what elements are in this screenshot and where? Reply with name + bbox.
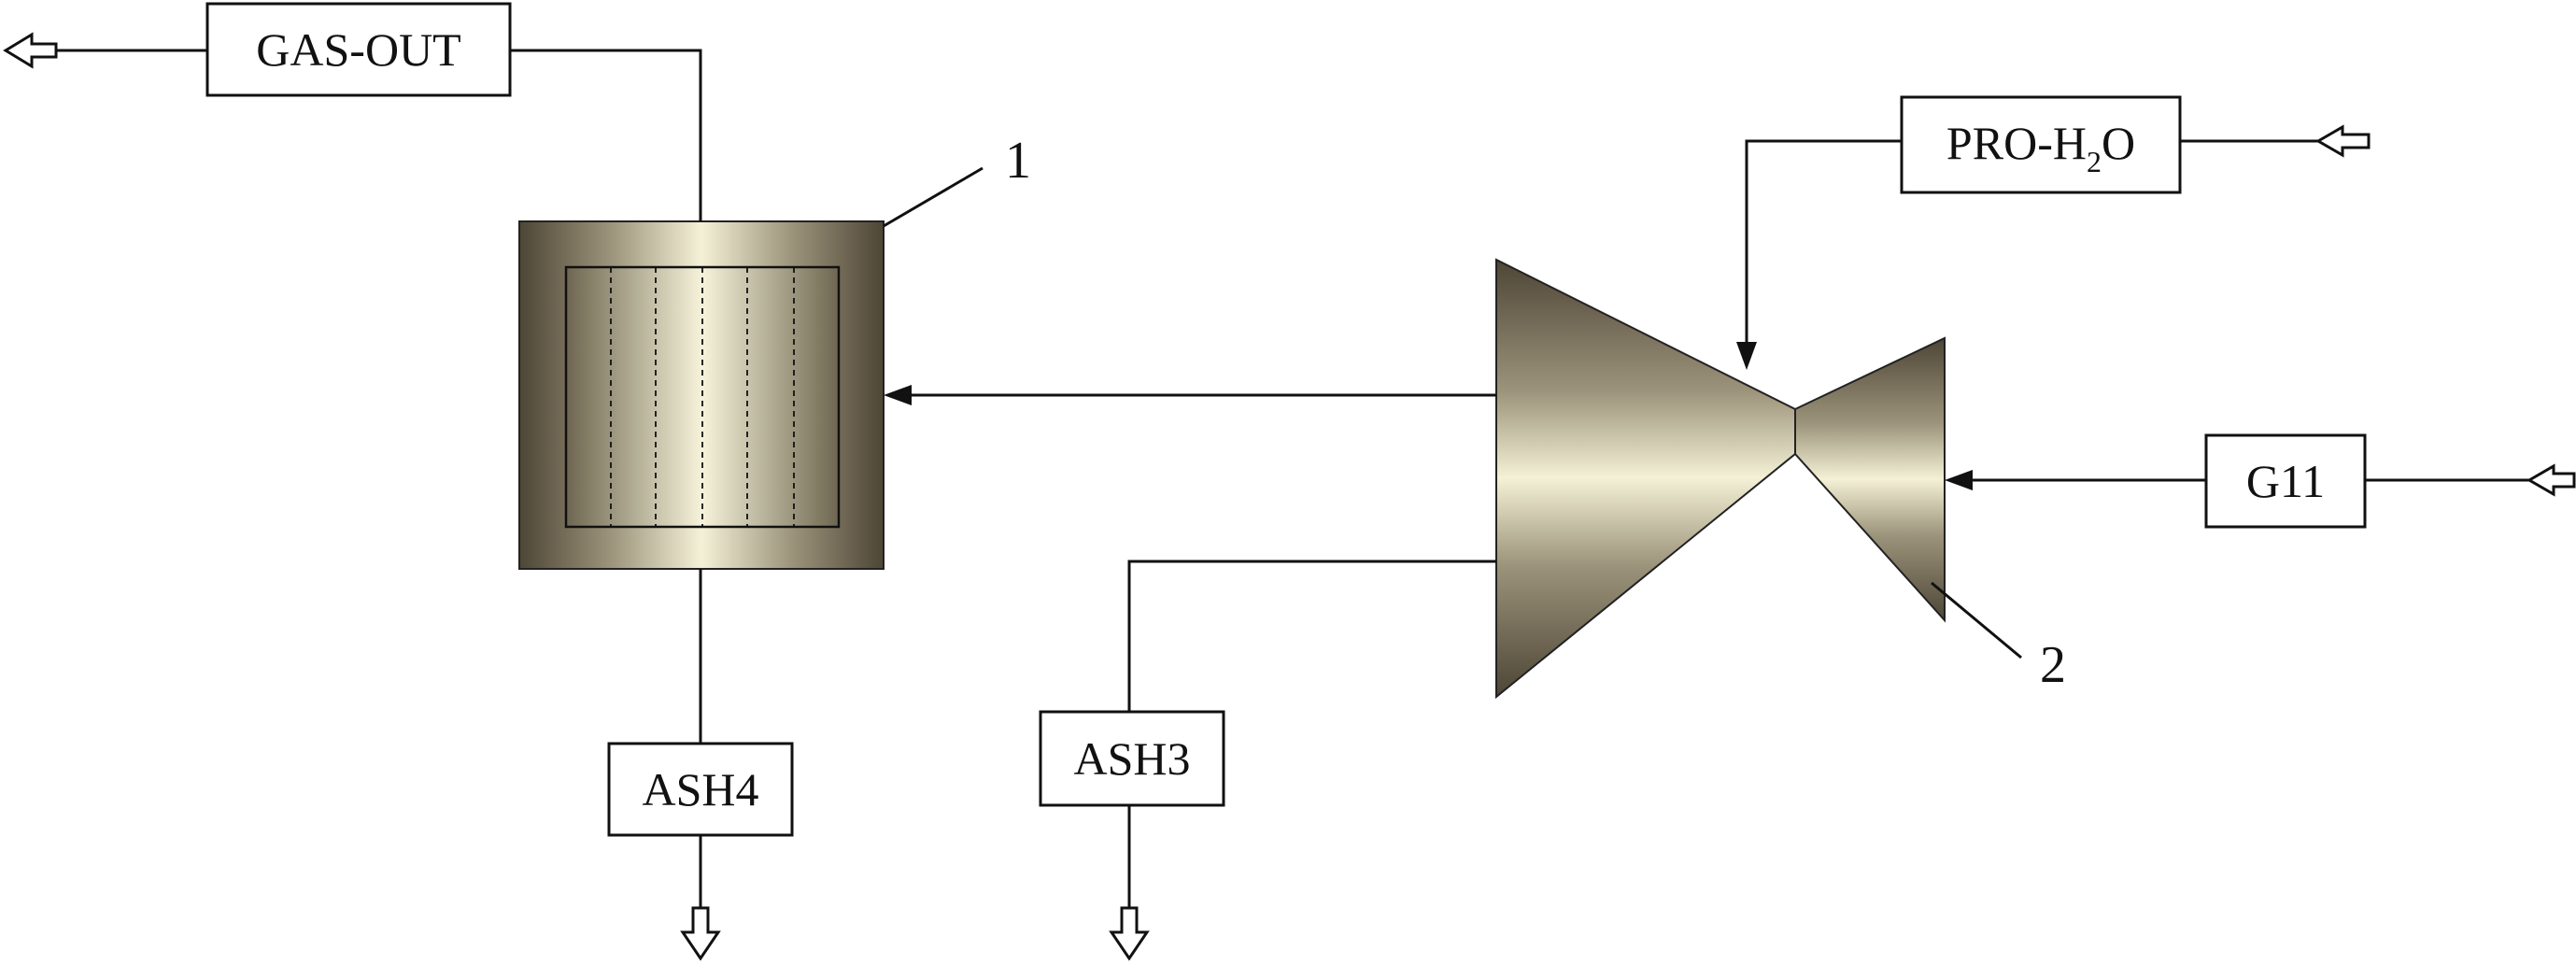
unit-2-leader-line	[1931, 581, 2022, 659]
gas-out-arrow-icon	[3, 32, 58, 69]
svg-text:GAS-OUT: GAS-OUT	[256, 23, 460, 76]
ash3-arrow-icon	[1109, 906, 1150, 961]
svg-text:ASH4: ASH4	[642, 763, 758, 815]
g11-arrow-icon	[2526, 463, 2576, 497]
g11-label: G11	[2204, 433, 2367, 529]
g11-inlet-arrowhead	[1945, 470, 1973, 490]
pro-h2o-subscript: 2	[2087, 145, 2102, 178]
pro-h2o-arrow-icon	[2314, 124, 2371, 158]
pro-h2o-line	[1745, 139, 1902, 347]
pro-h2o-prefix: PRO-H	[1946, 117, 2087, 169]
vessel-inlet-arrowhead	[884, 385, 912, 405]
unit-2-venturi	[1495, 258, 1946, 700]
ash3-line	[1127, 560, 1496, 712]
ash4-arrow-icon	[680, 906, 721, 961]
pro-h2o-suffix: O	[2102, 117, 2135, 169]
unit-1-number: 1	[1005, 132, 1031, 190]
ash3-label: ASH3	[1039, 710, 1225, 807]
pro-h2o-inlet-arrowhead	[1736, 342, 1757, 370]
gas-out-line	[510, 49, 702, 221]
svg-text:PRO-H2O: PRO-H2O	[1946, 117, 2135, 178]
unit-2-number: 2	[2040, 636, 2066, 694]
ash4-label: ASH4	[607, 742, 794, 837]
unit-1-vessel	[518, 220, 885, 570]
vessel-internal-dividers	[610, 267, 795, 527]
pro-h2o-label: PRO-H2O	[1900, 95, 2182, 194]
svg-text:G11: G11	[2246, 455, 2325, 507]
gas-out-label: GAS-OUT	[205, 2, 512, 97]
unit-1-leader-line	[883, 166, 984, 228]
svg-text:ASH3: ASH3	[1073, 732, 1190, 785]
